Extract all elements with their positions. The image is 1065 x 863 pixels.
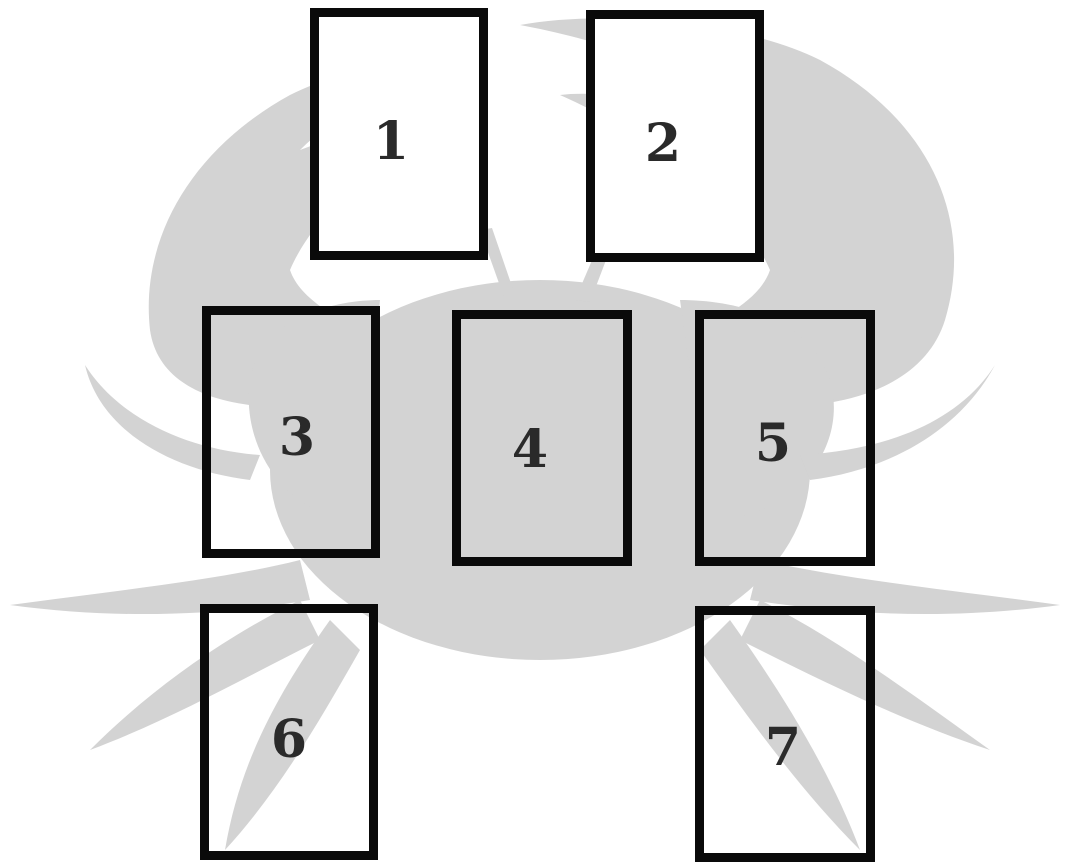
card-slot-4: 4 — [452, 310, 632, 566]
card-slot-1: 1 — [310, 8, 488, 260]
card-slot-5: 5 — [695, 310, 875, 566]
card-slot-3: 3 — [202, 306, 380, 558]
card-number-4: 4 — [512, 424, 548, 476]
card-number-5: 5 — [755, 418, 791, 470]
card-number-3: 3 — [279, 412, 315, 464]
card-slot-7: 7 — [695, 606, 875, 862]
card-slot-6: 6 — [200, 604, 378, 860]
card-number-2: 2 — [645, 118, 681, 170]
card-slot-2: 2 — [586, 10, 764, 262]
card-number-1: 1 — [373, 116, 409, 168]
card-number-6: 6 — [271, 714, 307, 766]
card-number-7: 7 — [765, 722, 801, 774]
